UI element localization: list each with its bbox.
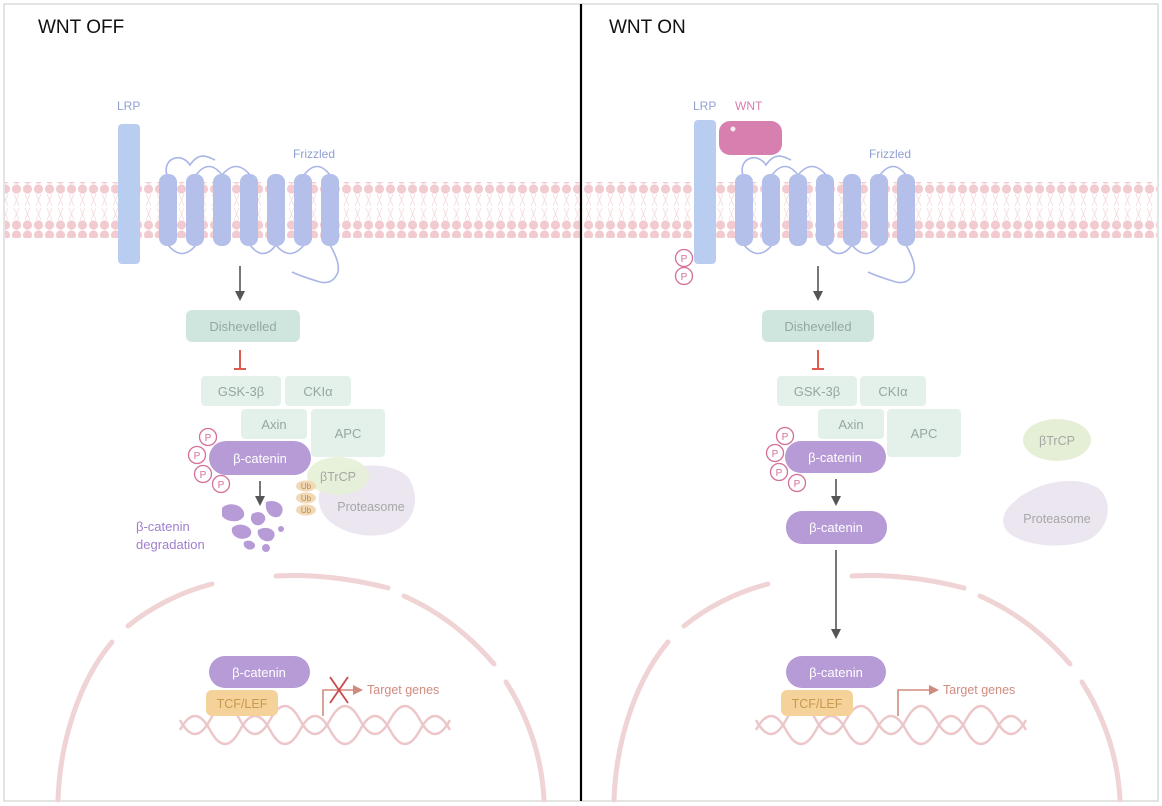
lrp-label-on: LRP xyxy=(693,99,716,113)
bcatenin-free xyxy=(786,511,887,544)
target-genes-label-off: Target genes xyxy=(367,683,439,697)
phospho-2: P xyxy=(194,451,201,462)
nucleus-envelope-on xyxy=(611,573,1123,803)
ub-label-2: Ub xyxy=(301,494,312,503)
tcf-lef-label-on: TCF/LEF xyxy=(792,697,843,711)
ck1a-box xyxy=(285,376,351,406)
dishevelled-box xyxy=(186,310,300,342)
degradation-label-line1: β-catenin xyxy=(136,519,190,534)
dishevelled-label: Dishevelled xyxy=(209,319,276,334)
ub-label-3: Ub xyxy=(301,506,312,515)
bcatenin-nucleus xyxy=(209,656,310,688)
apc-box xyxy=(311,409,385,457)
proteasome-label-on: Proteasome xyxy=(1023,512,1090,526)
apc-box-on xyxy=(887,409,961,457)
panel-wnt-on: WNT ON LRP WNT P P Frizzle xyxy=(609,17,1123,803)
bcatenin-complex-on xyxy=(785,441,886,473)
proteasome-shape-on xyxy=(1003,480,1108,546)
phospho-on-2: P xyxy=(772,449,779,460)
axin-label-on: Axin xyxy=(838,417,863,432)
frizzled-label-on: Frizzled xyxy=(869,147,911,161)
lrp-label: LRP xyxy=(117,99,140,113)
panel-title-off: WNT OFF xyxy=(38,17,124,38)
dishevelled-label-on: Dishevelled xyxy=(784,319,851,334)
ck1a-label: CKIα xyxy=(303,384,333,399)
frizzled-receptor-on xyxy=(735,155,916,284)
apc-label-on: APC xyxy=(911,426,938,441)
bcatenin-nucleus-label: β-catenin xyxy=(232,665,286,680)
lrp-phospho-1: P xyxy=(681,254,688,265)
btrcp-label-on: βTrCP xyxy=(1039,434,1075,448)
phospho-on-1: P xyxy=(782,432,789,443)
frizzled-label: Frizzled xyxy=(293,147,335,161)
dishevelled-box-on xyxy=(762,310,874,342)
phospho-on-3: P xyxy=(776,468,783,479)
btrcp-shape xyxy=(307,457,369,495)
apc-label: APC xyxy=(335,426,362,441)
phospho-3: P xyxy=(200,470,207,481)
inhibition-symbol-on xyxy=(812,350,824,370)
ck1a-label-on: CKIα xyxy=(878,384,908,399)
lrp-receptor xyxy=(118,124,140,264)
ub-label-1: Ub xyxy=(301,482,312,491)
transcription-arrow-active xyxy=(897,685,939,716)
frizzled-receptor xyxy=(159,155,340,284)
phospho-4: P xyxy=(218,480,225,491)
proteasome-label: Proteasome xyxy=(337,500,404,514)
inhibition-symbol xyxy=(234,350,246,370)
gsk3b-box xyxy=(201,376,281,406)
wnt-ligand xyxy=(719,121,782,155)
gsk3b-label: GSK-3β xyxy=(218,384,265,399)
phospho-1: P xyxy=(205,433,212,444)
tcf-lef-label: TCF/LEF xyxy=(217,697,268,711)
bcatenin-complex-bound xyxy=(209,441,311,475)
degradation-label-line2: degradation xyxy=(136,537,205,552)
transcription-arrow-blocked xyxy=(322,685,363,716)
block-x-icon xyxy=(329,676,349,704)
axin-box-on xyxy=(818,409,884,439)
bcatenin-complex-label: β-catenin xyxy=(233,451,287,466)
phospho-on-4: P xyxy=(794,479,801,490)
tcf-lef-box-on xyxy=(781,690,853,716)
tcf-lef-box xyxy=(206,690,278,716)
bcatenin-nucleus-label-on: β-catenin xyxy=(809,665,863,680)
bcatenin-nucleus-on xyxy=(786,656,886,688)
lrp-phospho-2: P xyxy=(681,272,688,283)
lrp-receptor-on xyxy=(694,120,716,264)
lrp-phosphates: P P xyxy=(674,248,694,286)
target-genes-label-on: Target genes xyxy=(943,683,1015,697)
axin-box xyxy=(241,409,307,439)
phosphate-groups: P P P P xyxy=(187,427,231,494)
wnt-label: WNT xyxy=(735,99,763,113)
bcatenin-complex-label-on: β-catenin xyxy=(808,450,862,465)
panel-wnt-off: WNT OFF LRP Frizzled Dishevelled xyxy=(38,17,547,803)
btrcp-shape-on xyxy=(1023,419,1091,461)
btrcp-label: βTrCP xyxy=(320,470,356,484)
axin-label: Axin xyxy=(261,417,286,432)
ubiquitin-chain: Ub Ub Ub xyxy=(296,480,316,516)
phosphate-groups-on: P P P P xyxy=(765,426,807,493)
gsk3b-label-on: GSK-3β xyxy=(794,384,841,399)
bcatenin-free-label: β-catenin xyxy=(809,520,863,535)
degraded-fragments xyxy=(222,500,284,552)
ck1a-box-on xyxy=(860,376,926,406)
gsk3b-box-on xyxy=(777,376,857,406)
panel-title-on: WNT ON xyxy=(609,17,686,38)
nucleus-envelope xyxy=(55,573,547,803)
